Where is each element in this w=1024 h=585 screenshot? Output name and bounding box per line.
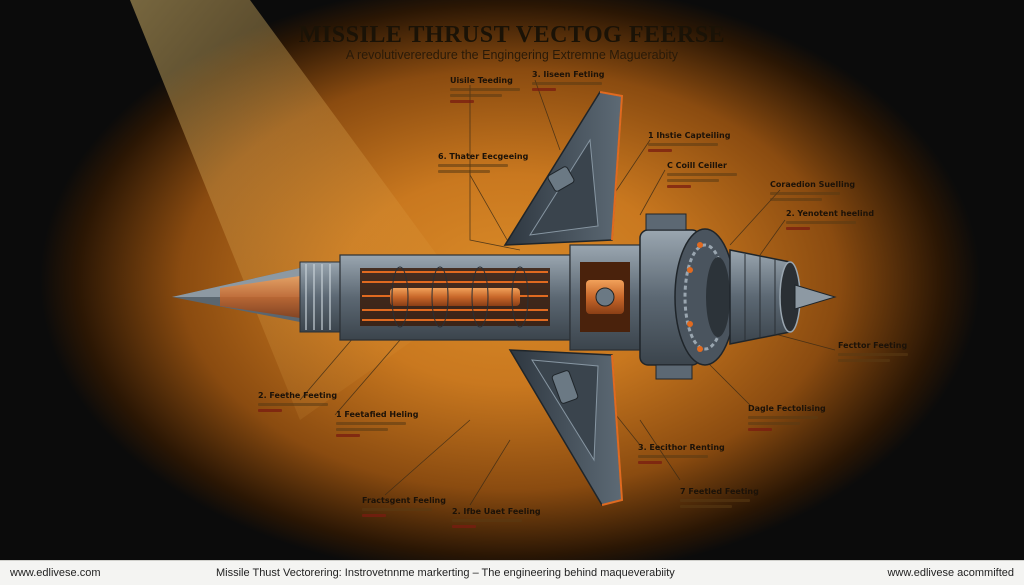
callout-label: Fractsgent Feeling xyxy=(362,496,482,517)
callout-label: 6. Thater Eecgeeing xyxy=(438,152,558,173)
footer-caption: Missile Thust Vectorering: Instrovetnnme… xyxy=(216,567,675,579)
callout-label: 3. Eecithor Renting xyxy=(638,443,758,464)
footer-bar: www.edlivese.com Missile Thust Vectoreri… xyxy=(0,560,1024,585)
callout-label: 2. Ifbe Uaet Feeling xyxy=(452,507,572,528)
callout-label: 2. Yenotent heelind xyxy=(786,209,906,230)
callout-label: Fecttor Feeting xyxy=(838,341,958,362)
missile-illustration xyxy=(172,79,837,506)
footer-credit: www.edlivese acommifted xyxy=(887,567,1014,579)
callout-label: 2. Feethe Feeting xyxy=(258,391,378,412)
callout-label: 3. Iiseen Fetling xyxy=(532,70,652,91)
diagram-canvas: MISSILE THRUST VECTOG FEERSE A revolutiv… xyxy=(0,0,1024,560)
callout-label: Coraedion Suelling xyxy=(770,180,890,201)
callout-label: 1 Feetafied Heling xyxy=(336,410,456,437)
footer-website-link[interactable]: www.edlivese.com xyxy=(10,567,101,579)
callout-label: C Coill Ceiller xyxy=(667,161,787,188)
callout-label: Uisile Teeding xyxy=(450,76,570,103)
diagram-title: MISSILE THRUST VECTOG FEERSE xyxy=(298,22,726,48)
callout-label: 1 Ihstie Capteiling xyxy=(648,131,768,152)
diagram-subtitle: A revolutivereredure the Engingering Ext… xyxy=(345,48,679,62)
callout-label: 7 Feetled Feeting xyxy=(680,487,800,508)
callout-label: Dagle Fectolising xyxy=(748,404,868,431)
